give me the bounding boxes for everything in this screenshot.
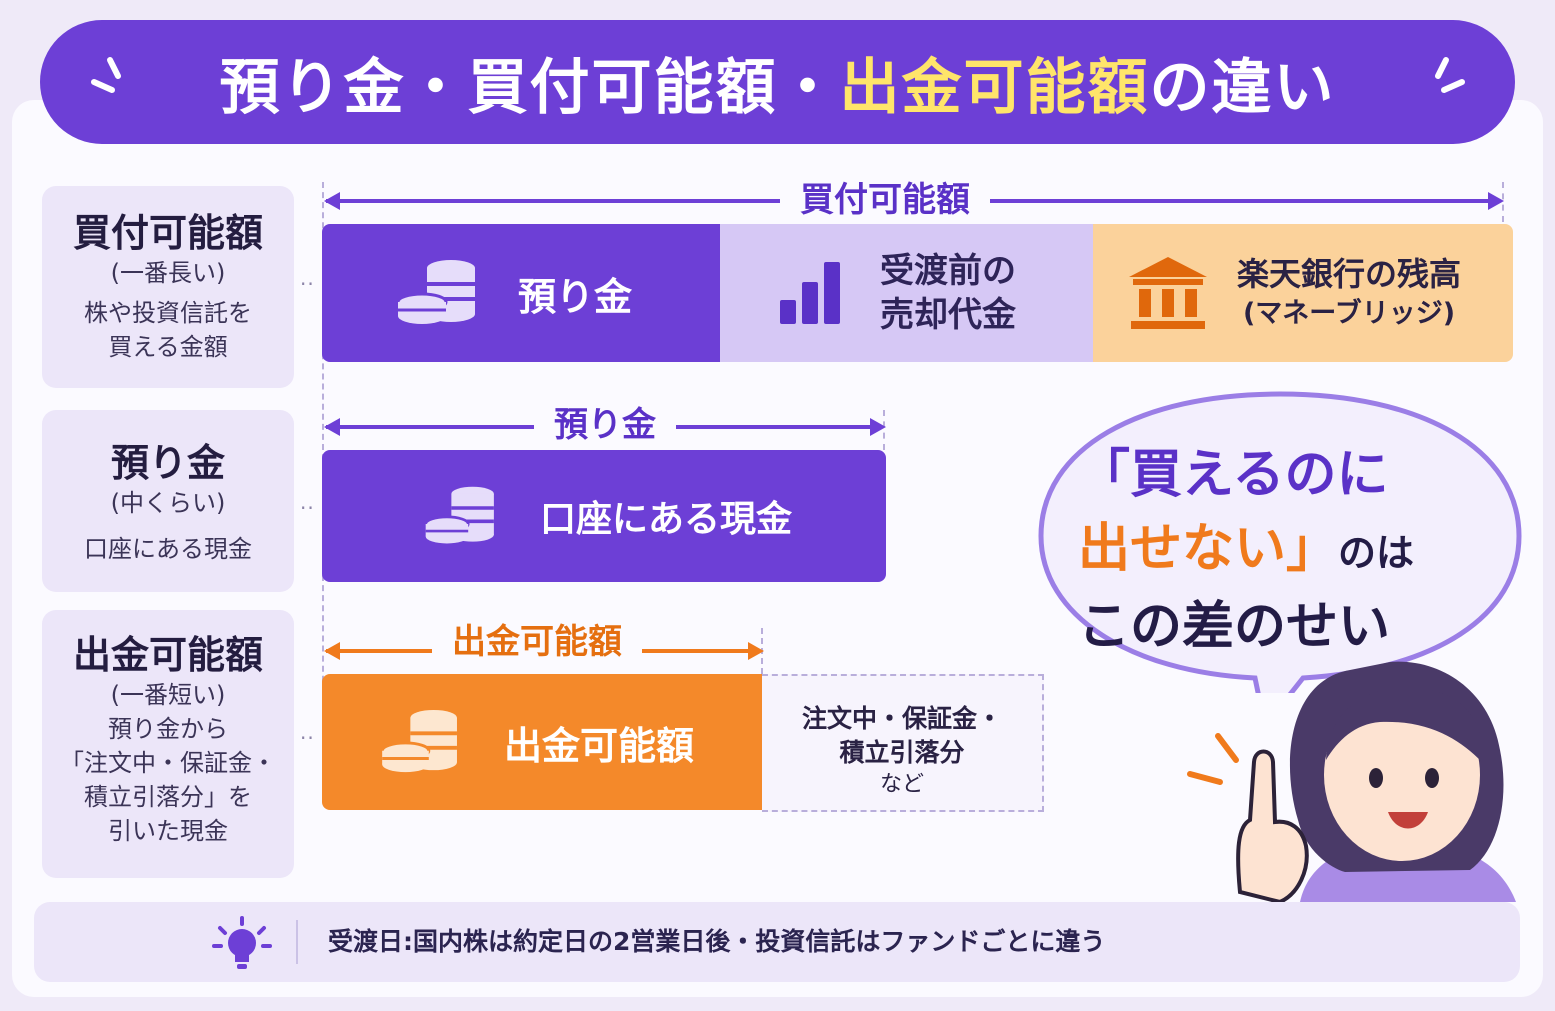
segment-label: 受渡前の [880,251,1016,291]
arrow-label-deposit: 預り金 [534,405,676,445]
speech-line: この差のせい [1078,597,1391,657]
title-part1: 預り金・買付可能額・ [219,52,840,123]
row-desc: 口座にある現金 [84,535,252,563]
arrow-label-withdraw: 出金可能額 [432,622,642,662]
segment-label: 売却代金 [880,295,1016,335]
guide-line [1502,182,1504,222]
connector-dots: ·· [300,272,315,296]
bar-segment-bank: 楽天銀行の残高 (マネーブリッジ) [1093,224,1513,362]
deducted-label: など [879,772,924,797]
coins-icon [396,260,475,324]
bar-chart-icon [780,262,840,324]
guide-line [883,410,885,450]
row-sub: (一番長い) [110,259,226,287]
title-banner: 預り金・買付可能額・出金可能額の違い [40,20,1515,144]
speech-line: 出せない」 [1078,519,1339,579]
row-title: 預り金 [110,441,225,485]
row-desc: 株や投資信託を [84,299,252,327]
segment-label: 楽天銀行の残高 [1237,255,1462,293]
speech-text: 「買えるのに 出せない」のは この差のせい [1078,438,1498,664]
speech-bubble [1038,391,1522,693]
segment-label: (マネーブリッジ) [1242,298,1456,329]
bar-segment-unsettled: 受渡前の 売却代金 [720,224,1093,362]
speech-line: 「買えるのに [1078,445,1389,505]
bar-segment-deposit: 預り金 [322,224,720,362]
row-desc: 引いた現金 [108,817,228,845]
connector-dots: ·· [300,726,315,750]
row-title: 買付可能額 [72,211,263,255]
deducted-label: 積立引落分 [839,738,965,767]
row-title: 出金可能額 [72,633,263,677]
deducted-box: 注文中・保証金・ 積立引落分 など [762,674,1044,812]
tip-bar: 受渡日:国内株は約定日の2営業日後・投資信託はファンドごとに違う [34,902,1520,982]
row-desc: 預り金から [108,715,228,743]
title-part2: の違い [1149,52,1336,123]
row-label-buy: 買付可能額 (一番長い) 株や投資信託を 買える金額 [42,186,294,388]
row-label-deposit: 預り金 (中くらい) 口座にある現金 [42,410,294,592]
speech-line: のは [1338,531,1415,575]
row-sub: (中くらい) [110,489,226,517]
lightbulb-icon [212,916,272,969]
row-sub: (一番短い) [110,681,226,709]
row-desc: 積立引落分」を [84,783,252,811]
bar-withdraw: 出金可能額 [322,674,762,810]
coins-icon [380,709,457,773]
title-highlight: 出金可能額 [839,52,1150,123]
bank-icon [1129,257,1207,329]
person-illustration [1187,661,1516,902]
tip-divider [296,920,298,964]
guide-line [322,182,324,712]
row-desc: 「注文中・保証金・ [60,749,276,777]
bar-deposit: 口座にある現金 [322,450,886,582]
deducted-label: 注文中・保証金・ [801,704,1002,733]
tip-text: 受渡日:国内株は約定日の2営業日後・投資信託はファンドごとに違う [328,927,1106,956]
segment-label: 預り金 [518,274,633,319]
sparkle-icon [91,57,121,93]
connector-dots: ·· [300,496,315,520]
coins-icon [424,486,494,544]
sparkle-icon [1435,57,1465,93]
segment-label: 口座にある現金 [540,499,793,540]
segment-label: 出金可能額 [504,723,695,768]
arrow-label-buy: 買付可能額 [780,180,990,220]
row-label-withdraw: 出金可能額 (一番短い) 預り金から 「注文中・保証金・ 積立引落分」を 引いた… [42,610,294,878]
row-desc: 買える金額 [108,333,228,361]
